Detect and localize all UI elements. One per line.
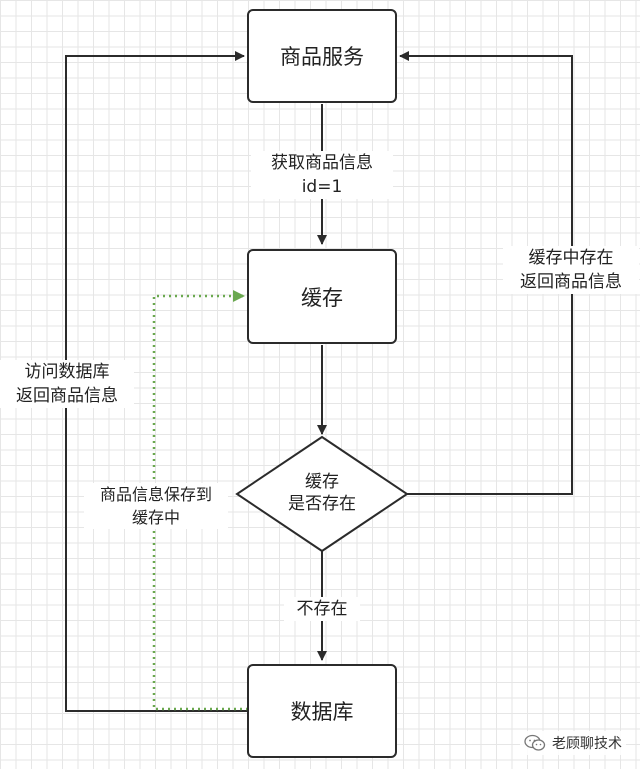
decision-label: 缓存 是否存在 bbox=[262, 471, 382, 515]
edge-label-save-cache: 商品信息保存到 缓存中 bbox=[84, 483, 228, 529]
edge-label-fetch-line1: 获取商品信息 bbox=[271, 153, 373, 173]
edge-label-db-return-line1: 访问数据库 bbox=[24, 362, 110, 382]
edge-label-fetch-line2: id=1 bbox=[301, 177, 343, 197]
node-product-service-label: 商品服务 bbox=[280, 45, 364, 69]
wechat-icon bbox=[524, 734, 546, 751]
edge-label-cache-hit: 缓存中存在 返回商品信息 bbox=[503, 246, 639, 294]
edge-label-db-return: 访问数据库 返回商品信息 bbox=[0, 360, 134, 408]
node-cache: 缓存 bbox=[247, 249, 397, 344]
edge-label-fetch: 获取商品信息 id=1 bbox=[251, 151, 393, 199]
node-product-service: 商品服务 bbox=[247, 9, 397, 103]
node-cache-label: 缓存 bbox=[301, 285, 343, 310]
decision-label-line2: 是否存在 bbox=[288, 494, 356, 514]
edge-label-cache-hit-line2: 返回商品信息 bbox=[520, 272, 622, 292]
watermark-text: 老顾聊技术 bbox=[552, 736, 622, 752]
edge-label-save-cache-line2: 缓存中 bbox=[131, 508, 180, 527]
decision-label-line1: 缓存 bbox=[305, 472, 339, 492]
node-database-label: 数据库 bbox=[290, 700, 354, 724]
watermark: 老顾聊技术 bbox=[520, 731, 626, 755]
edge-label-save-cache-line1: 商品信息保存到 bbox=[99, 485, 212, 504]
decision-diamond bbox=[235, 435, 409, 553]
edge-label-not-exist: 不存在 bbox=[284, 597, 360, 621]
edge-label-db-return-line2: 返回商品信息 bbox=[16, 386, 118, 406]
edge-label-not-exist-text: 不存在 bbox=[296, 599, 348, 619]
edge-label-cache-hit-line1: 缓存中存在 bbox=[528, 248, 614, 268]
node-database: 数据库 bbox=[247, 664, 397, 758]
